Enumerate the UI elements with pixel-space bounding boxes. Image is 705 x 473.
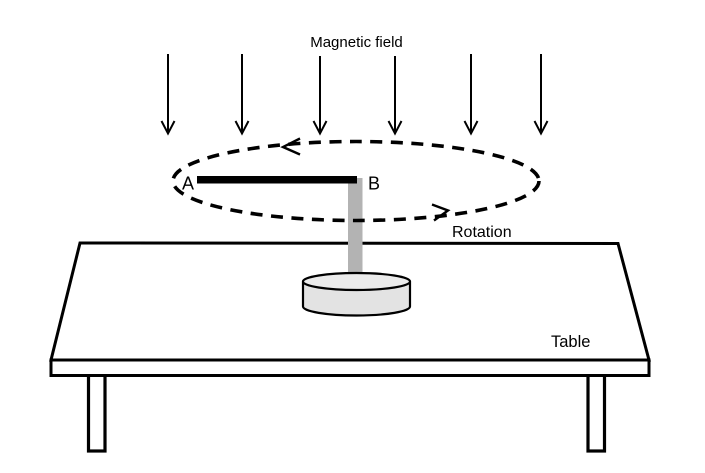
cylindrical-base xyxy=(301,271,412,317)
table-leg-left xyxy=(86,370,107,453)
table-label: Table xyxy=(551,333,590,351)
rod xyxy=(197,176,357,184)
base-side xyxy=(301,281,412,317)
field-arrow-5-icon xyxy=(463,54,479,136)
table-leg-right xyxy=(586,370,607,453)
table-apron xyxy=(49,358,651,377)
support-post xyxy=(348,178,363,285)
magnetic-field-label: Magnetic field xyxy=(310,34,403,51)
field-arrow-6-icon xyxy=(533,54,549,136)
field-arrow-2-icon xyxy=(234,54,250,136)
rod-end-a-label: A xyxy=(182,174,194,194)
base-top xyxy=(301,271,412,292)
magnetic-field-arrows xyxy=(160,54,549,136)
rotation-arrow-top-icon xyxy=(280,137,301,156)
rotation-path xyxy=(171,139,541,223)
rotation-label: Rotation xyxy=(452,224,512,241)
rod-end-b-label: B xyxy=(368,174,380,194)
rotation-arrow-bottom-icon xyxy=(431,203,451,222)
field-arrow-4-icon xyxy=(387,56,403,136)
field-arrow-3-icon xyxy=(312,56,328,136)
field-arrow-1-icon xyxy=(160,54,176,136)
